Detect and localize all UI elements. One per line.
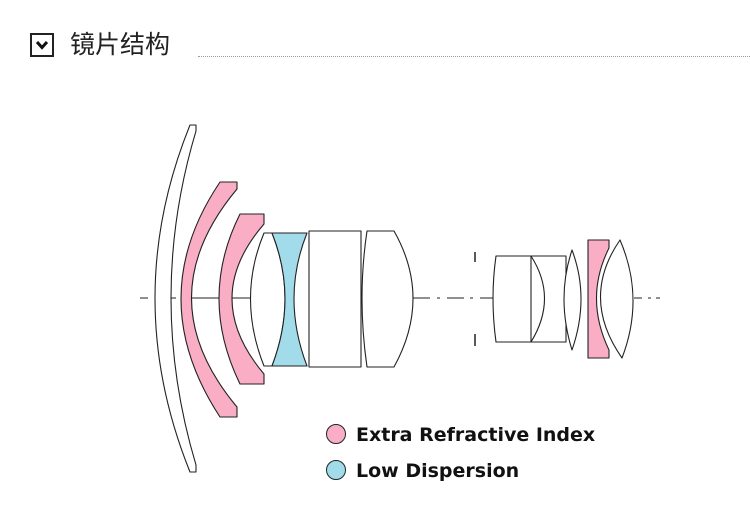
chevron-down-icon — [35, 40, 49, 50]
lens-element-3 — [218, 213, 265, 385]
legend-label: Low Dispersion — [356, 460, 520, 482]
legend-swatch-pink — [326, 424, 346, 444]
legend-swatch-blue — [326, 460, 346, 480]
lens-element-7 — [361, 230, 414, 368]
lens-element-9 — [530, 255, 567, 343]
title-divider — [198, 56, 750, 57]
lens-element-6 — [308, 230, 362, 368]
section-header: 镜片结构 — [0, 0, 750, 70]
collapse-toggle[interactable] — [30, 33, 54, 57]
lens-element-2 — [180, 181, 238, 418]
section-title: 镜片结构 — [70, 30, 171, 59]
lens-element-12 — [599, 239, 634, 359]
legend-label: Extra Refractive Index — [356, 424, 596, 446]
lens-elements — [154, 124, 634, 473]
lens-element-11 — [587, 239, 610, 359]
lens-element-1 — [154, 124, 197, 473]
lens-element-10 — [563, 249, 582, 351]
lens-element-5 — [271, 232, 308, 367]
lens-element-8 — [492, 255, 532, 343]
